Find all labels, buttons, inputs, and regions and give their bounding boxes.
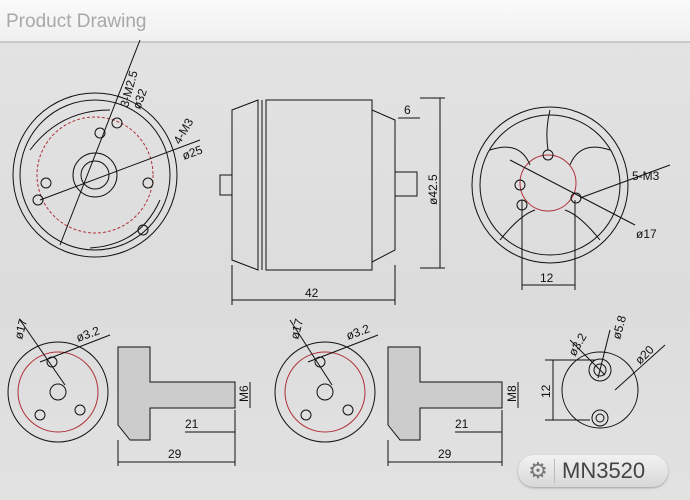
rear-width-label: 12	[540, 271, 554, 285]
front-dia-inner-label: ø25	[180, 142, 205, 162]
mount-a-thread-label: M6	[237, 385, 251, 402]
rear-holes-label: 5-M3	[632, 169, 660, 183]
mount-a-dia-label: ø17	[11, 317, 30, 341]
gear-icon: ⚙	[528, 458, 548, 483]
adapter-bore-label: ø5.8	[609, 314, 629, 341]
model-badge: ⚙ MN3520	[518, 455, 668, 487]
model-name: MN3520	[562, 458, 646, 483]
mount-b-inner-length-label: 21	[455, 417, 469, 431]
mount-a-total-length-label: 29	[168, 447, 182, 461]
mount-b-dia-label: ø17	[287, 317, 306, 341]
adapter-dia-label: ø20	[632, 342, 657, 367]
side-diameter-label: ø42.5	[426, 174, 440, 205]
rear-view: 5-M3 ø17 12	[471, 106, 671, 290]
mount-b-total-length-label: 29	[438, 447, 452, 461]
mount-a: ø17 ø3.2 M6 21 29	[7, 317, 251, 466]
adapter-height-label: 12	[539, 384, 553, 398]
mount-a-inner-length-label: 21	[185, 417, 199, 431]
header-bar: Product Drawing	[0, 0, 690, 43]
side-shaft-length-label: 6	[404, 103, 411, 117]
badge-divider	[554, 459, 555, 483]
front-view: 3-M2.5 ø32 4-M3 ø25	[12, 39, 205, 258]
mount-a-hole-label: ø3.2	[74, 323, 102, 344]
page-title: Product Drawing	[6, 11, 147, 32]
side-length-label: 42	[305, 286, 319, 300]
rear-dia-label: ø17	[636, 227, 657, 241]
mount-b-thread-label: M8	[505, 385, 519, 402]
mount-b: ø17 ø3.2 M8 21 29	[274, 317, 519, 466]
side-view: 6 ø42.5 42	[219, 97, 445, 305]
mount-b-hole-label: ø3.2	[344, 321, 372, 342]
prop-adapter: ø3.2 ø5.8 ø20 12	[539, 314, 666, 429]
front-dia-outer-label: ø32	[130, 87, 150, 112]
front-holes-mount-label: 4-M3	[170, 116, 196, 147]
